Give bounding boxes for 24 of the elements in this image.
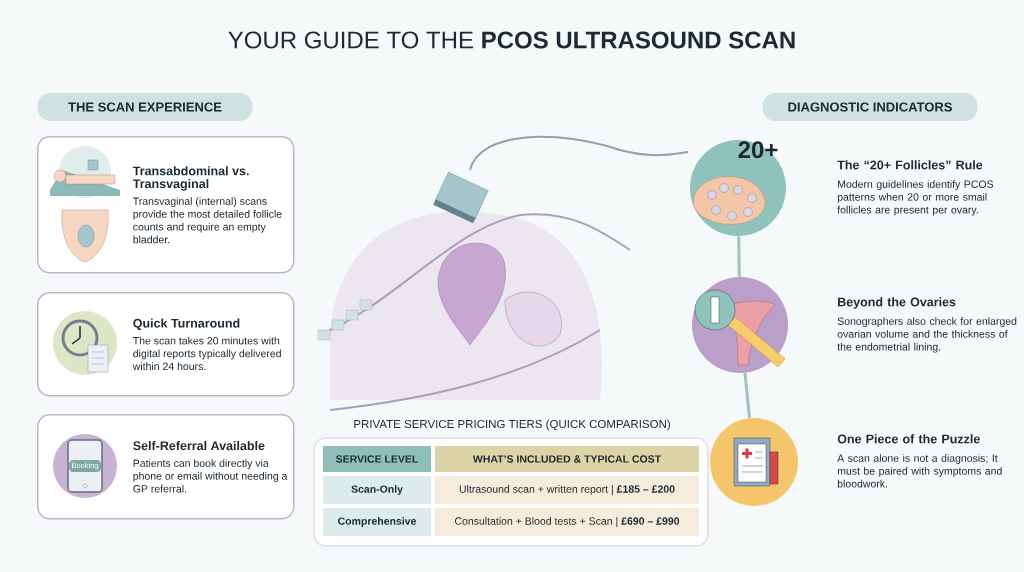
table-header-cell: WHAT’S INCLUDED & TYPICAL COST — [435, 446, 699, 472]
card-heading: Self-Referral Available — [133, 440, 265, 451]
connector-line — [737, 236, 741, 277]
indicator-text: Sonographers also check for enlarged ovarian volume and the thickness of the endometrial lining. — [837, 317, 1017, 353]
section-pill: THE SCAN EXPERIENCE — [37, 93, 253, 121]
section-pill: DIAGNOSTIC INDICATORS — [762, 93, 978, 121]
card-heading: Quick Turnaround — [133, 318, 240, 330]
indicator-heading: Beyond the Ovaries — [838, 297, 956, 309]
table-title: PRIVATE SERVICE PRICING TIERS (QUICK COMPARISON) — [354, 419, 670, 431]
indicator-heading: One Piece of the Puzzle — [837, 434, 980, 444]
connector-line — [743, 372, 751, 419]
indicator-text: Modern guidelines identify PCOS patterns when 20 or more smail follicles are present per ovary. — [837, 180, 994, 216]
indicator-text: A scan alone is not a diagnosis; It must be paired with symptoms and bloodwork. — [837, 454, 1002, 488]
table-cell: Consultation + Blood tests + Scan | £690 – £990 — [435, 508, 699, 536]
table-header-cell: SERVICE LEVEL — [323, 446, 431, 472]
title: YOUR GUIDE TO THE PCOS ULTRASOUND SCAN — [228, 31, 795, 49]
table-cell: Scan-Only — [323, 476, 431, 504]
table-cell: Comprehensive — [323, 508, 431, 536]
card-text: Patients can book directly via phone or email without needing a GP referral. — [133, 459, 288, 493]
indicator-heading: The “20+ Follicles” Rule — [837, 160, 983, 170]
card-text: The scan takes 20 minutes with digital reports typically delivered within 24 hours. — [132, 336, 281, 371]
card-heading: Transabdominal vs. Transvaginal — [132, 166, 249, 191]
card-text: Transvaginal (internal) scans provide the most detailed follicle counts and require an empty bladder. — [133, 197, 282, 244]
table-cell: Ultrasound scan + written report | £185 – £200 — [435, 476, 699, 504]
